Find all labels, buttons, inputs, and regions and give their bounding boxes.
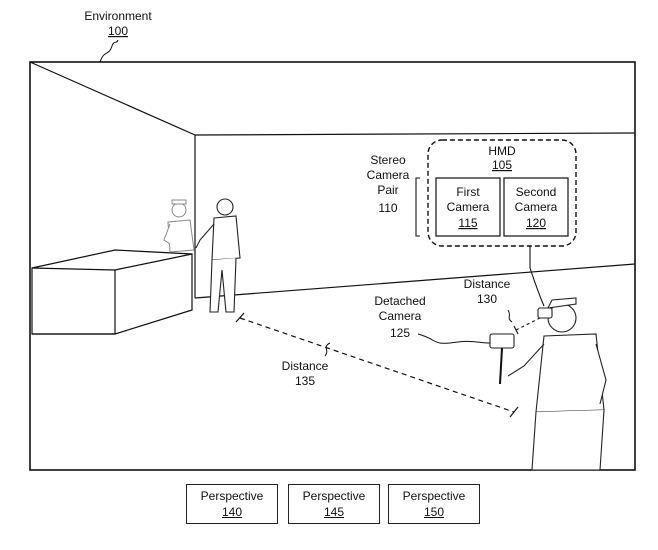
second-camera-label-1: Second [516,185,557,199]
detached-camera-label-2: Camera [379,309,422,323]
distance-130-line [513,317,541,335]
detached-camera-label-1: Detached [374,294,425,308]
distance-135-ref: 135 [295,374,315,388]
perspective-140-label: Perspective [200,489,264,503]
first-camera-box [435,177,501,237]
perspective-140-box: Perspective 140 [186,484,278,524]
detached-camera-leader [417,333,491,344]
user-with-hmd [507,297,607,471]
second-camera-ref: 120 [526,216,546,230]
distance-135-line [235,312,519,418]
detached-camera-device [489,333,515,385]
distance-135-label: Distance [282,359,329,373]
environment-label: Environment [84,9,152,23]
detached-camera-ref: 125 [390,326,410,340]
distance-130-ref: 130 [477,292,497,306]
second-camera-label-2: Camera [515,200,558,214]
environment-illustration: Environment 100 Distance 135 [29,9,636,471]
distance-135-leader [324,342,331,357]
perspective-150-ref: 150 [423,505,445,519]
distance-130-label: Distance [464,277,511,291]
perspective-145-ref: 145 [323,505,345,519]
stereo-pair-label-3: Pair [377,183,398,197]
hmd-label: HMD [488,144,516,158]
perspective-150-box: Perspective 150 [388,484,480,524]
perspective-145-label: Perspective [302,489,366,503]
first-camera-ref: 115 [458,216,477,230]
hmd-ref: 105 [492,158,512,172]
stereo-pair-label-2: Camera [367,168,410,182]
background-person-ghost [163,199,195,253]
environment-frame [29,61,636,471]
hmd-to-headset-leader [529,267,545,307]
perspective-150-label: Perspective [402,489,466,503]
background-person-handshake [195,198,241,313]
stereo-pair-label-1: Stereo [370,153,406,167]
perspective-140-ref: 140 [221,505,243,519]
stereo-pair-ref: 110 [378,201,397,215]
second-camera-box [503,177,569,237]
room-walls [29,61,636,299]
perspective-145-box: Perspective 145 [288,484,380,524]
stereo-pair-bracket [415,177,420,237]
first-camera-label-2: Camera [447,200,490,214]
distance-130-leader [507,309,513,323]
first-camera-label-1: First [456,185,480,199]
environment-leader [99,39,119,63]
environment-ref: 100 [108,24,128,38]
counter-box [31,249,193,335]
hmd-box [427,139,577,247]
